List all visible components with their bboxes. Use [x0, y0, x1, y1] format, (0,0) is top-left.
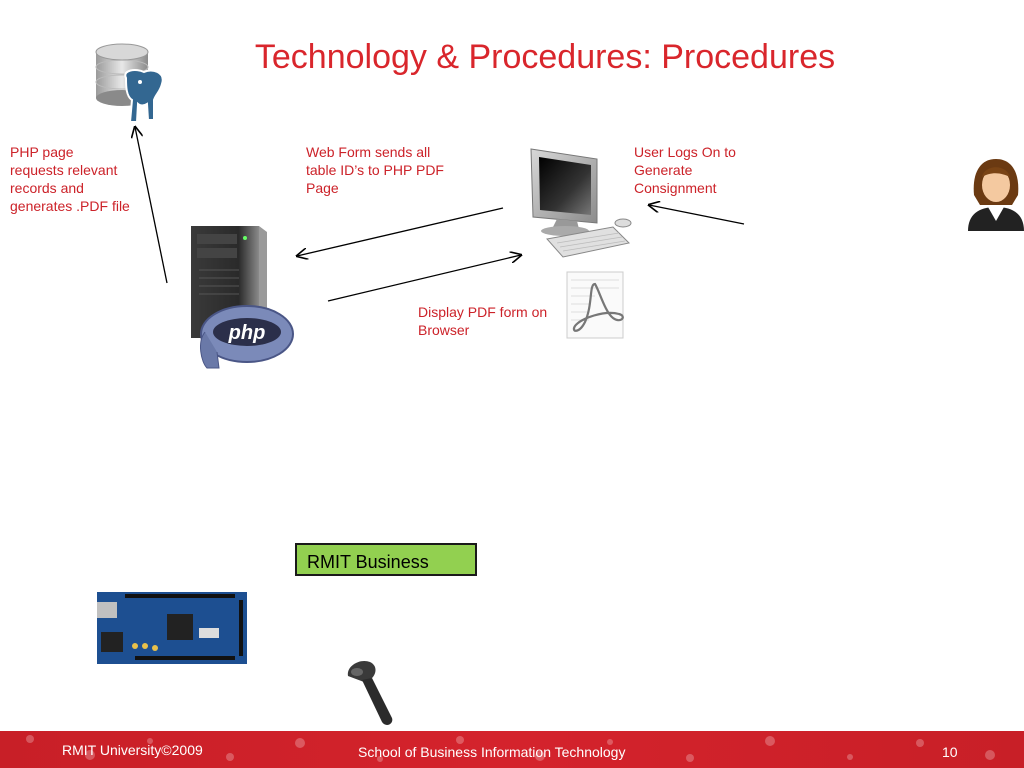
note-web-form: Web Form sends all table ID’s to PHP PDF… — [306, 144, 444, 196]
note-display-pdf: Display PDF form on Browser — [418, 304, 548, 338]
arrow-server-to-computer — [327, 255, 521, 302]
footer-copyright: RMIT University©2009 — [62, 742, 203, 758]
rmit-business-box: RMIT Business — [295, 543, 477, 576]
arrow-server-to-database — [135, 127, 168, 284]
footer-school: School of Business Information Technolog… — [358, 744, 626, 760]
barcode-scanner-icon — [347, 660, 393, 725]
pdf-document-icon — [566, 271, 624, 339]
footer-pattern — [26, 735, 995, 762]
arduino-board-icon — [95, 584, 257, 668]
php-logo-text: php — [228, 322, 266, 344]
note-user-logon: User Logs On to Generate Consignment — [634, 144, 736, 196]
php-server-icon: php — [191, 226, 294, 369]
note-php-request: PHP page requests relevant records and g… — [10, 144, 130, 214]
desktop-computer-icon — [530, 148, 632, 258]
slide-title: Technology & Procedures: Procedures — [254, 38, 836, 76]
user-woman-icon — [968, 159, 1024, 231]
postgresql-database-icon — [95, 43, 164, 123]
page-number: 10 — [942, 744, 958, 760]
arrow-user-to-computer — [649, 205, 745, 225]
arrow-computer-to-server — [297, 207, 504, 256]
footer-bar: RMIT University©2009 School of Business … — [0, 731, 1024, 768]
